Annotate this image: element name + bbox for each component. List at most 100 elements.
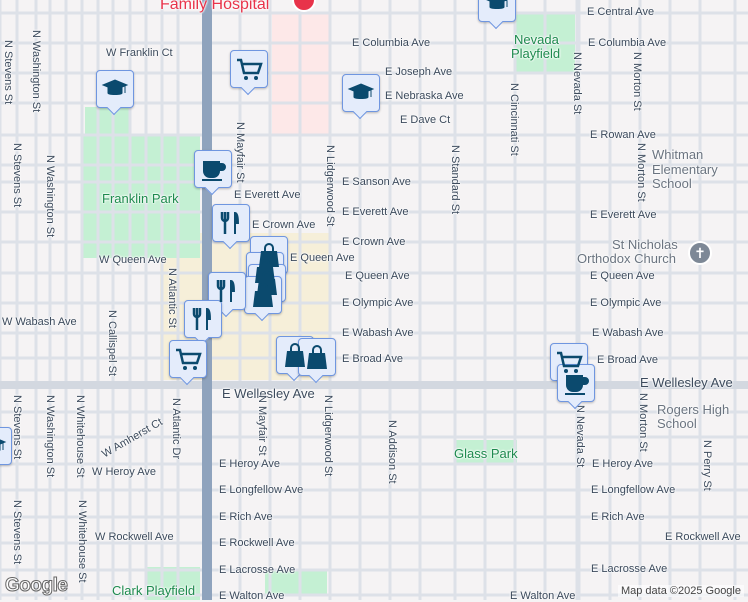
map-label: N Morton St <box>635 143 647 202</box>
grocery-icon <box>557 351 583 373</box>
map-label: Clark Playfield <box>112 583 196 598</box>
school-marker[interactable] <box>342 74 380 112</box>
map-label: E Lacrosse Ave <box>591 563 668 575</box>
map-label: N Stevens St <box>2 40 14 105</box>
map-label: N Washington St <box>30 30 42 113</box>
map-label: N Atlantic Dr <box>170 398 182 460</box>
map-label: N Mayfair St <box>234 122 246 183</box>
map-label: E Broad Ave <box>342 353 403 365</box>
map-label: N Stevens St <box>11 500 23 565</box>
map-label: N Perry St <box>701 440 713 491</box>
map-label: W Rockwell Ave <box>95 531 174 543</box>
school-marker[interactable] <box>0 427 12 465</box>
cafe-icon <box>202 161 226 181</box>
map-label: E Wabash Ave <box>592 327 664 339</box>
map-attribution[interactable]: Map data ©2025 Google <box>617 585 744 597</box>
map-label: Playfield <box>511 46 561 61</box>
restaurant-icon <box>192 308 211 330</box>
map-label: N Morton St <box>631 52 643 111</box>
map-label: N Washington St <box>44 155 56 238</box>
restaurant-icon <box>216 280 235 302</box>
map-label: E Wabash Ave <box>342 327 414 339</box>
map-label: E Lacrosse Ave <box>219 564 296 576</box>
map-label: Family Hospital <box>160 0 270 13</box>
map-label: N Callispel St <box>106 310 118 377</box>
map-label: N Washington St <box>44 395 56 478</box>
cafe-marker[interactable] <box>557 364 595 402</box>
google-logo: Google <box>4 575 68 597</box>
school-marker[interactable] <box>96 70 134 108</box>
map-label: E Heroy Ave <box>592 458 653 470</box>
map-label: E Everett Ave <box>234 189 301 201</box>
map-label: E Columbia Ave <box>352 37 431 49</box>
grocery-marker[interactable] <box>550 343 588 381</box>
map-label: N Cincinnati St <box>508 83 520 156</box>
map-label: E Rockwell Ave <box>219 537 295 549</box>
map-label: N Nevada St <box>571 52 583 115</box>
map-label: N Morton St <box>637 393 649 452</box>
map-label: W Wabash Ave <box>2 316 77 328</box>
map-label: N Stevens St <box>11 143 23 208</box>
map-label: E Everett Ave <box>590 209 657 221</box>
map-label: E Dave Ct <box>400 114 451 126</box>
map-label: E Queen Ave <box>290 252 355 264</box>
school-icon <box>486 0 508 9</box>
map-label: E Queen Ave <box>345 270 410 282</box>
map-label: N Addison St <box>386 420 398 484</box>
map-label: Orthodox Church <box>577 251 676 266</box>
map-label: W Franklin Ct <box>106 47 173 59</box>
restaurant-icon <box>220 212 239 234</box>
map-label: E Broad Ave <box>597 354 658 366</box>
shopping-marker[interactable] <box>244 276 282 314</box>
map-label: E Walton Ave <box>510 590 576 602</box>
restaurant-marker[interactable] <box>208 272 246 310</box>
map-label: E Walton Ave <box>219 590 285 602</box>
map-label: E Longfellow Ave <box>219 484 304 496</box>
school-icon <box>0 439 7 451</box>
church-icon[interactable]: ✝ <box>688 241 712 265</box>
map-label: E Crown Ave <box>342 236 406 248</box>
map-label: Rogers High School <box>657 402 730 431</box>
map-label: W Queen Ave <box>99 254 167 266</box>
map-label: N Lidgerwood St <box>322 395 334 477</box>
map-label: St Nicholas <box>612 237 678 252</box>
map-label: E Heroy Ave <box>219 458 280 470</box>
map-label: N Nevada St <box>574 405 586 468</box>
map-label: Glass Park <box>454 446 518 461</box>
shopping-icon <box>307 345 327 369</box>
grocery-icon <box>176 348 202 370</box>
shopping-marker[interactable] <box>298 338 336 376</box>
map-label: E Sanson Ave <box>342 176 411 188</box>
map-label: N Atlantic St <box>166 268 178 328</box>
map-label: E Wellesley Ave <box>640 375 733 390</box>
map-label: E Nebraska Ave <box>385 90 464 102</box>
school-marker[interactable] <box>478 0 516 22</box>
map-label: E Central Ave <box>587 6 655 18</box>
map-label: N Whitehouse St <box>76 500 88 583</box>
map-label: Nevada <box>514 32 559 47</box>
map-label: E Rich Ave <box>219 511 273 523</box>
shopping-icon <box>285 343 305 367</box>
grocery-marker[interactable] <box>230 50 268 88</box>
grocery-icon <box>237 58 263 80</box>
shopping-icon <box>253 283 273 307</box>
map-label: E Olympic Ave <box>342 297 414 309</box>
map-label: Whitman <box>652 147 704 162</box>
map-label: N Whitehouse St <box>74 395 86 478</box>
grocery-marker[interactable] <box>169 340 207 378</box>
school-icon <box>101 79 129 95</box>
franklin-park-area <box>83 135 200 258</box>
map-label: N Stevens St <box>11 395 23 460</box>
restaurant-marker[interactable] <box>184 300 222 338</box>
map-label: N Standard St <box>449 145 461 215</box>
map-label: N Lidgerwood St <box>324 145 336 227</box>
school-icon <box>347 83 375 99</box>
map-label: E Joseph Ave <box>385 66 453 78</box>
cafe-marker[interactable] <box>194 150 232 188</box>
map-label: E Columbia Ave <box>588 37 667 49</box>
map-label: E Crown Ave <box>252 219 316 231</box>
franklin-park-area <box>85 107 130 135</box>
restaurant-marker[interactable] <box>212 204 250 242</box>
map-label: E Queen Ave <box>590 270 655 282</box>
map-label: E Wellesley Ave <box>222 386 315 401</box>
